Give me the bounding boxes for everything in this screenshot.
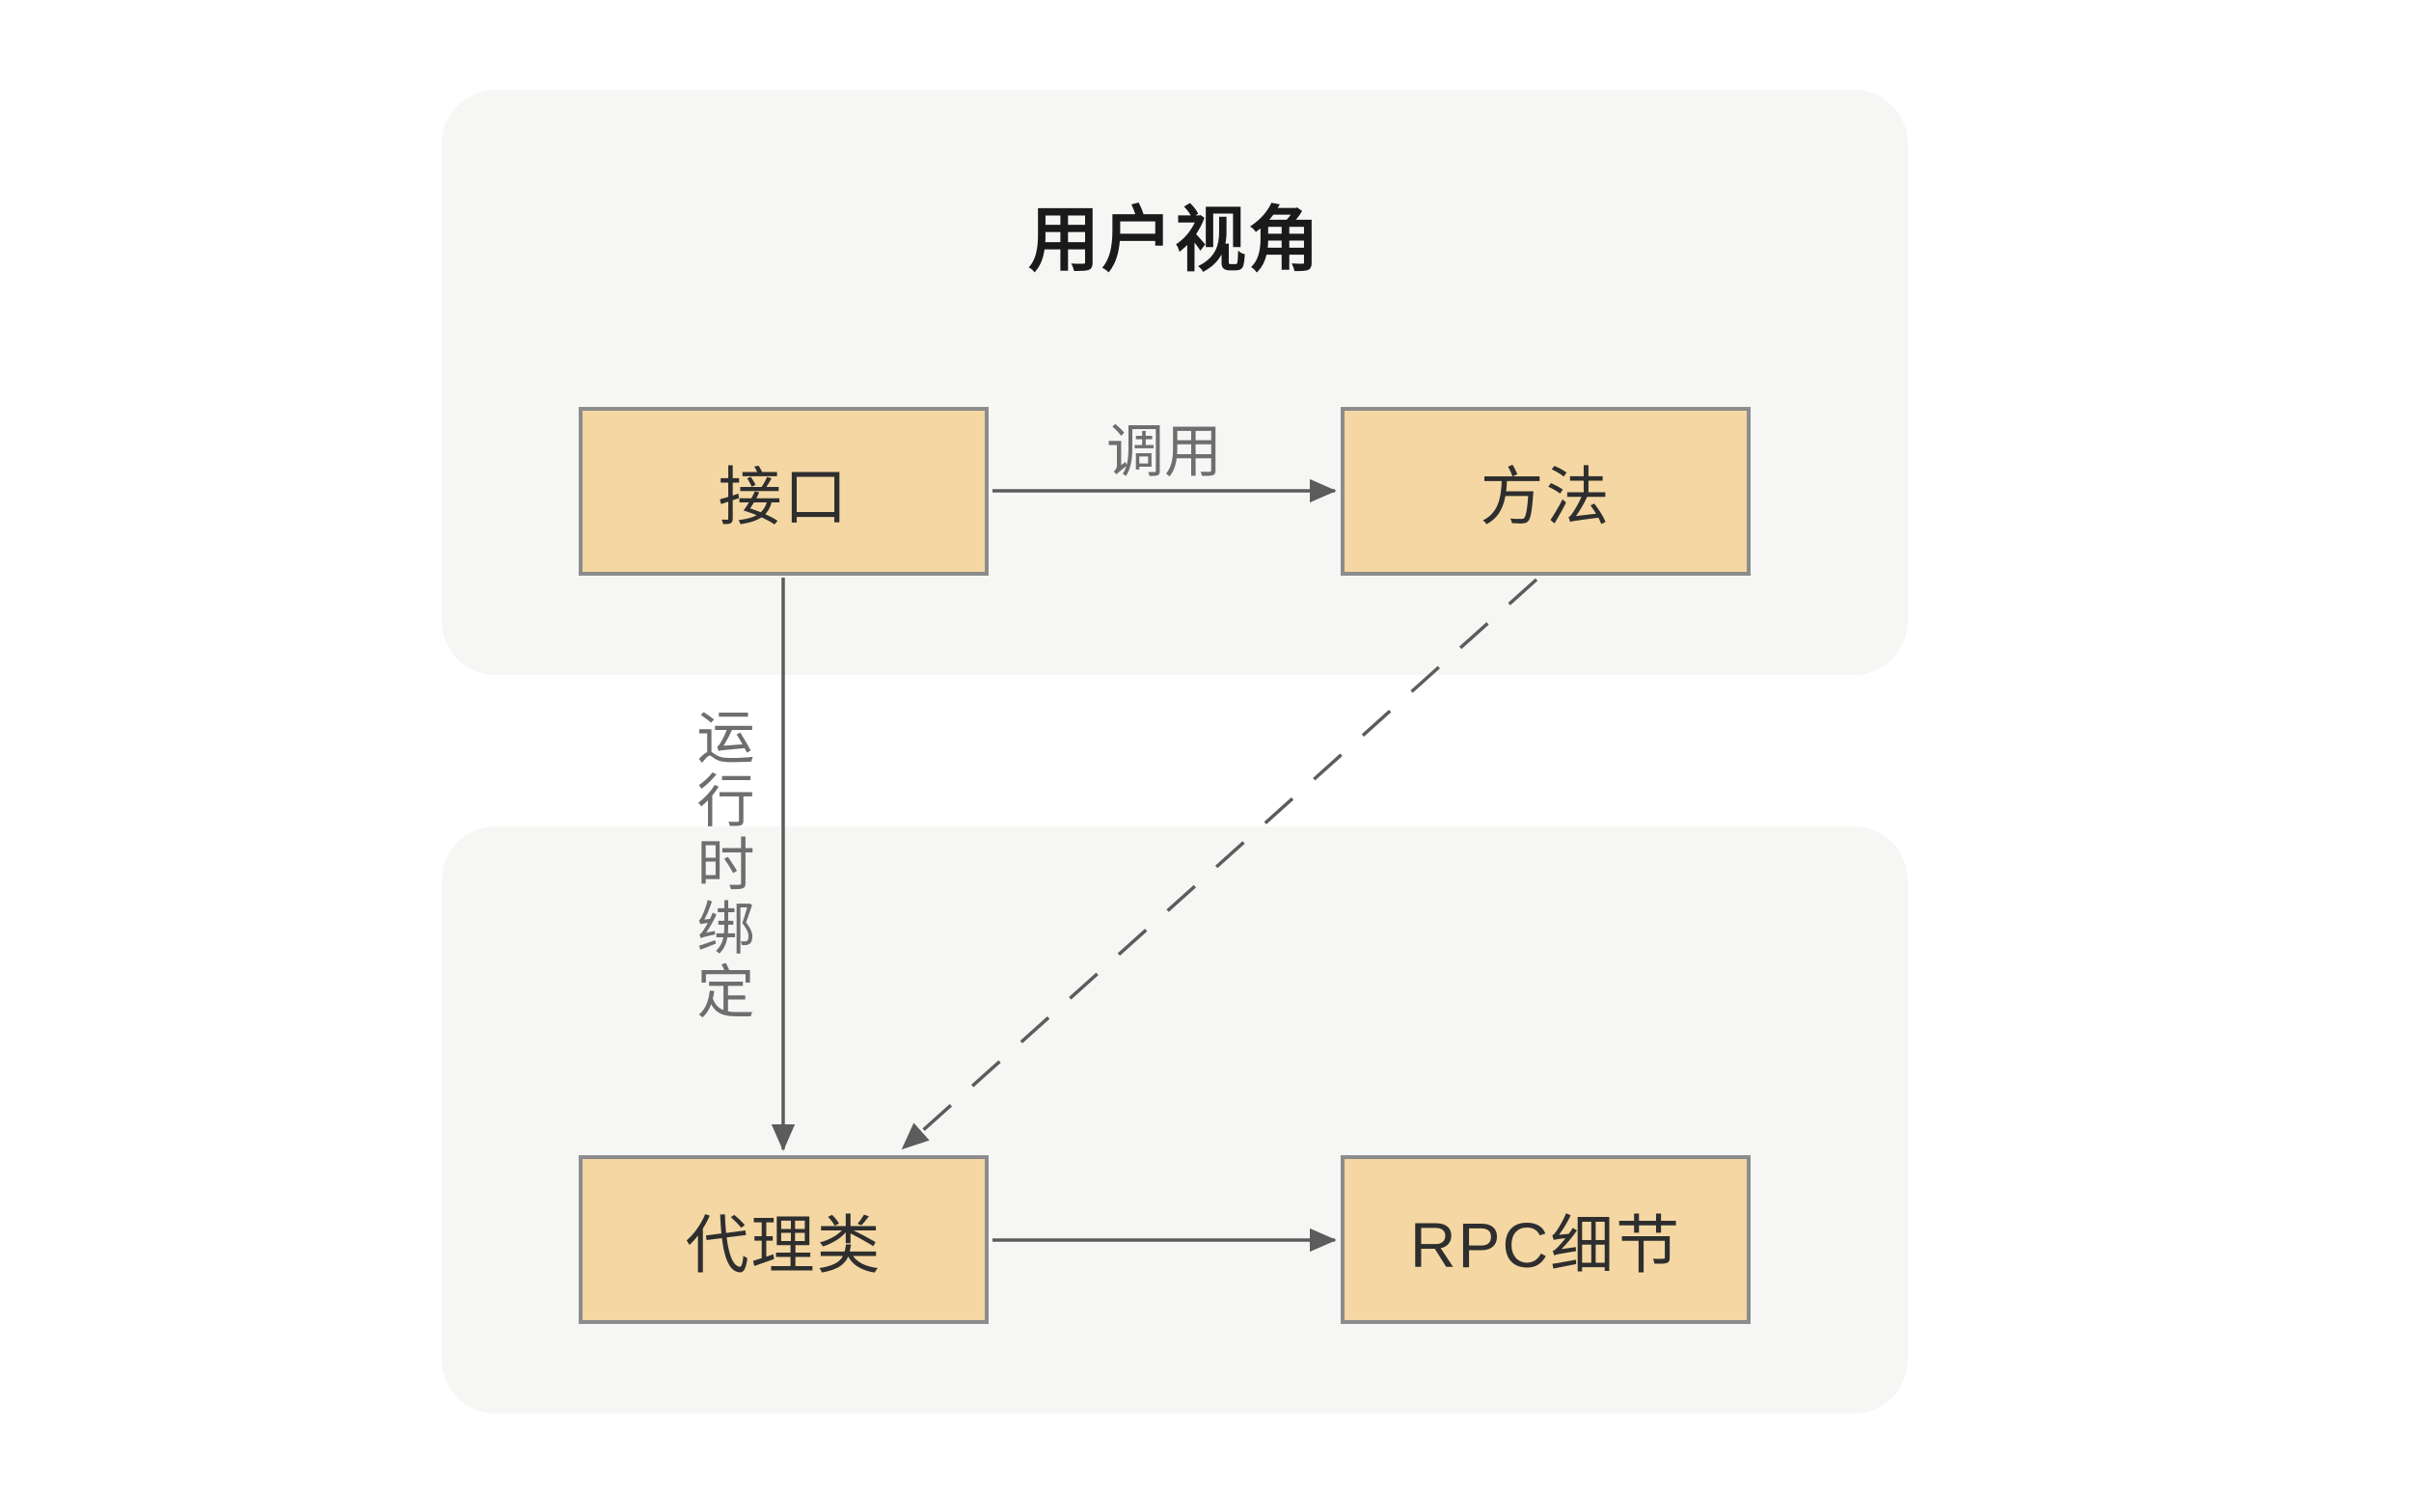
runtime-binding-edge-label: 运行时绑定 bbox=[689, 707, 753, 1025]
node-interface-label: 接口 bbox=[718, 460, 850, 532]
user-view-panel-title: 用户视角 bbox=[1028, 200, 1321, 280]
runtime-panel bbox=[442, 826, 1908, 1414]
node-method: 方法 bbox=[1341, 407, 1751, 576]
user-view-panel: 用户视角 bbox=[442, 90, 1908, 675]
node-method-label: 方法 bbox=[1480, 460, 1612, 532]
call-edge-label: 调用 bbox=[1106, 419, 1222, 484]
node-interface: 接口 bbox=[579, 407, 989, 576]
node-proxy-label: 代理类 bbox=[685, 1208, 883, 1281]
node-proxy: 代理类 bbox=[579, 1155, 989, 1324]
node-rpc-label: RPC细节 bbox=[1409, 1208, 1682, 1281]
node-rpc: RPC细节 bbox=[1341, 1155, 1751, 1324]
